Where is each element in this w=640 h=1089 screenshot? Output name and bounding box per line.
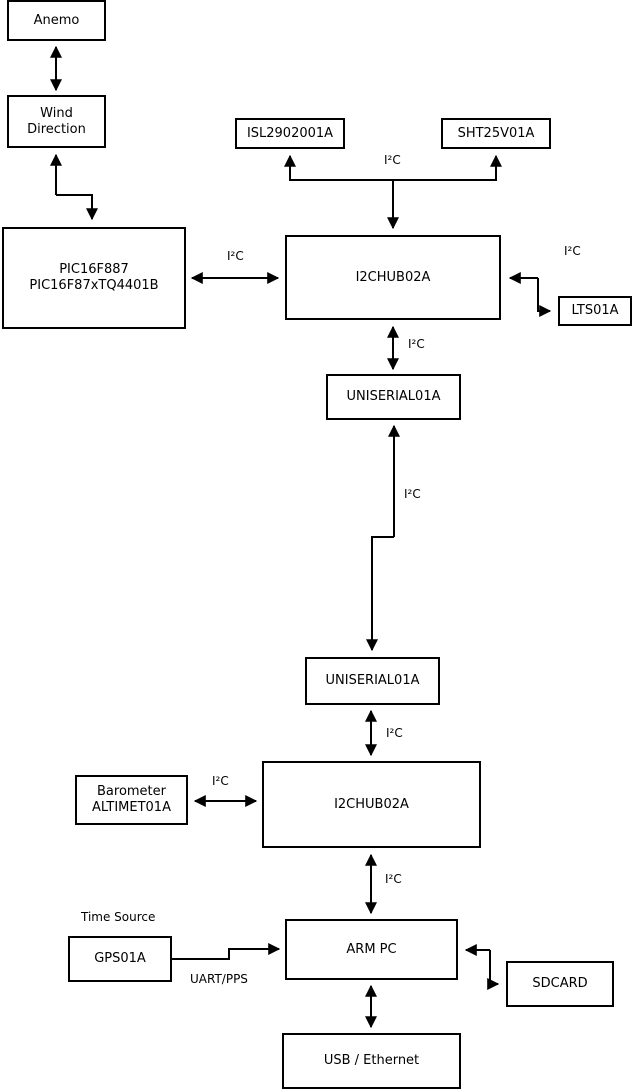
edge-label-gps-armpc: UART/PPS <box>190 972 248 986</box>
node-isl2902001a-label: ISL2902001A <box>246 125 334 141</box>
connector-armpc-sdcard <box>464 944 500 990</box>
connector-hub-sensors <box>284 154 502 230</box>
connector-hub-lts <box>508 272 552 317</box>
node-i2chub02a-top-label: I2CHUB02A <box>355 269 431 285</box>
node-anemo-label: Anemo <box>33 12 80 28</box>
node-i2chub02a-bottom[interactable]: I2CHUB02A <box>262 761 481 848</box>
edge-label-hub-lts: I²C <box>564 244 581 258</box>
node-barometer-altimet01a[interactable]: Barometer ALTIMET01A <box>75 775 188 825</box>
node-sht25v01a[interactable]: SHT25V01A <box>441 118 551 149</box>
node-usb-ethernet[interactable]: USB / Ethernet <box>282 1033 461 1089</box>
edge-label-hub-armpc: I²C <box>385 872 402 886</box>
node-lts01a-label: LTS01A <box>571 303 619 318</box>
node-gps01a[interactable]: GPS01A <box>68 936 172 982</box>
node-sht25v01a-label: SHT25V01A <box>457 125 535 141</box>
node-usb-ethernet-label: USB / Ethernet <box>323 1053 420 1068</box>
node-lts01a[interactable]: LTS01A <box>558 296 632 326</box>
node-isl2902001a[interactable]: ISL2902001A <box>235 118 345 149</box>
node-i2chub02a-bottom-label: I2CHUB02A <box>334 796 409 812</box>
node-barometer-altimet01a-label: Barometer ALTIMET01A <box>92 784 171 815</box>
node-wind-direction-label: Wind Direction <box>27 105 86 137</box>
connector-uniserial-link <box>366 424 400 652</box>
node-uniserial01a-top[interactable]: UNISERIAL01A <box>326 374 461 420</box>
edge-label-barometer-hub: I²C <box>212 774 229 788</box>
node-sdcard-label: SDCARD <box>532 976 588 991</box>
node-uniserial01a-bottom-label: UNISERIAL01A <box>325 673 420 688</box>
node-pic-mcu-label: PIC16F887 PIC16F87xTQ4401B <box>29 262 159 293</box>
label-time-source: Time Source <box>81 910 156 924</box>
edge-label-uniserial-link: I²C <box>404 487 421 501</box>
node-gps01a-label: GPS01A <box>94 951 146 966</box>
edge-label-hub-uniserial: I²C <box>408 337 425 351</box>
node-uniserial01a-bottom[interactable]: UNISERIAL01A <box>305 657 440 705</box>
node-anemo[interactable]: Anemo <box>7 0 106 41</box>
connector-pic-wind <box>50 153 98 221</box>
edge-label-hub-sensors: I²C <box>384 153 401 167</box>
node-arm-pc-label: ARM PC <box>346 941 397 957</box>
node-arm-pc[interactable]: ARM PC <box>285 919 458 980</box>
node-pic-mcu[interactable]: PIC16F887 PIC16F87xTQ4401B <box>2 227 186 329</box>
edge-label-uniserial-hub-bottom: I²C <box>386 726 403 740</box>
edge-label-pic-hub: I²C <box>227 249 244 263</box>
node-wind-direction[interactable]: Wind Direction <box>7 95 106 148</box>
node-i2chub02a-top[interactable]: I2CHUB02A <box>285 235 501 320</box>
node-sdcard[interactable]: SDCARD <box>506 961 614 1007</box>
connector-gps-armpc <box>172 943 281 960</box>
node-uniserial01a-top-label: UNISERIAL01A <box>346 389 441 404</box>
